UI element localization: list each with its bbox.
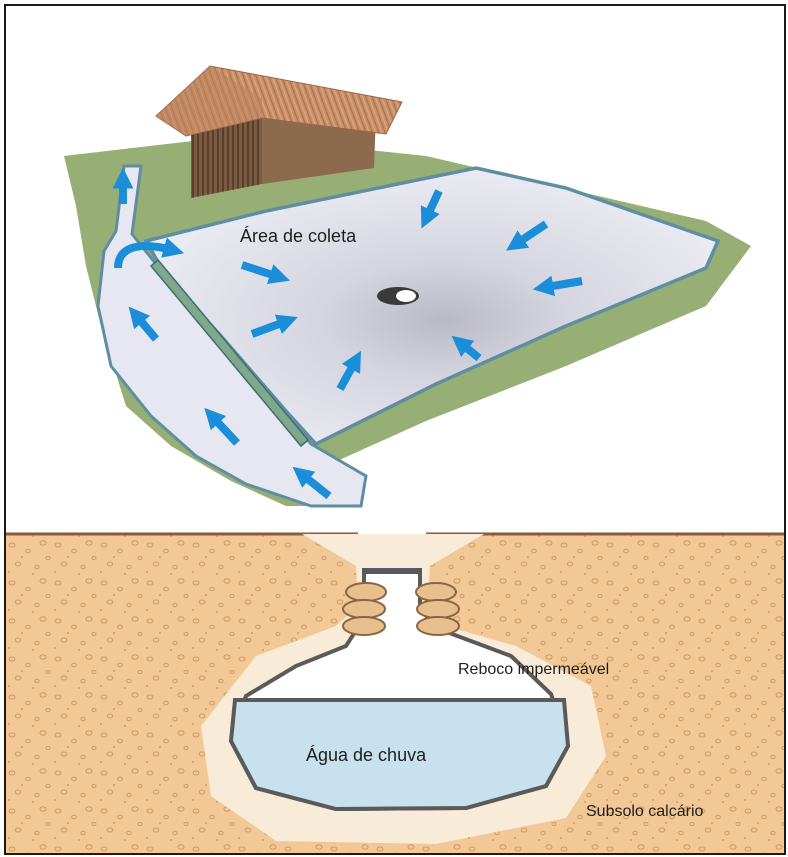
collection-area-label: Área de coleta [240,226,357,246]
diagram-frame: Área de coleta Reboco impermeável Água d… [4,4,786,855]
cistern-lid [362,568,422,574]
diagram-canvas: Área de coleta Reboco impermeável Água d… [6,6,784,853]
rainwater-label: Água de chuva [306,745,427,765]
cistern-section: Reboco impermeável Água de chuva Subsolo… [6,534,784,853]
subsoil-label: Subsolo calcário [586,803,704,820]
drain-hole-icon [377,287,419,305]
plaster-label: Reboco impermeável [458,661,609,678]
collection-scene: Área de coleta [64,66,751,506]
